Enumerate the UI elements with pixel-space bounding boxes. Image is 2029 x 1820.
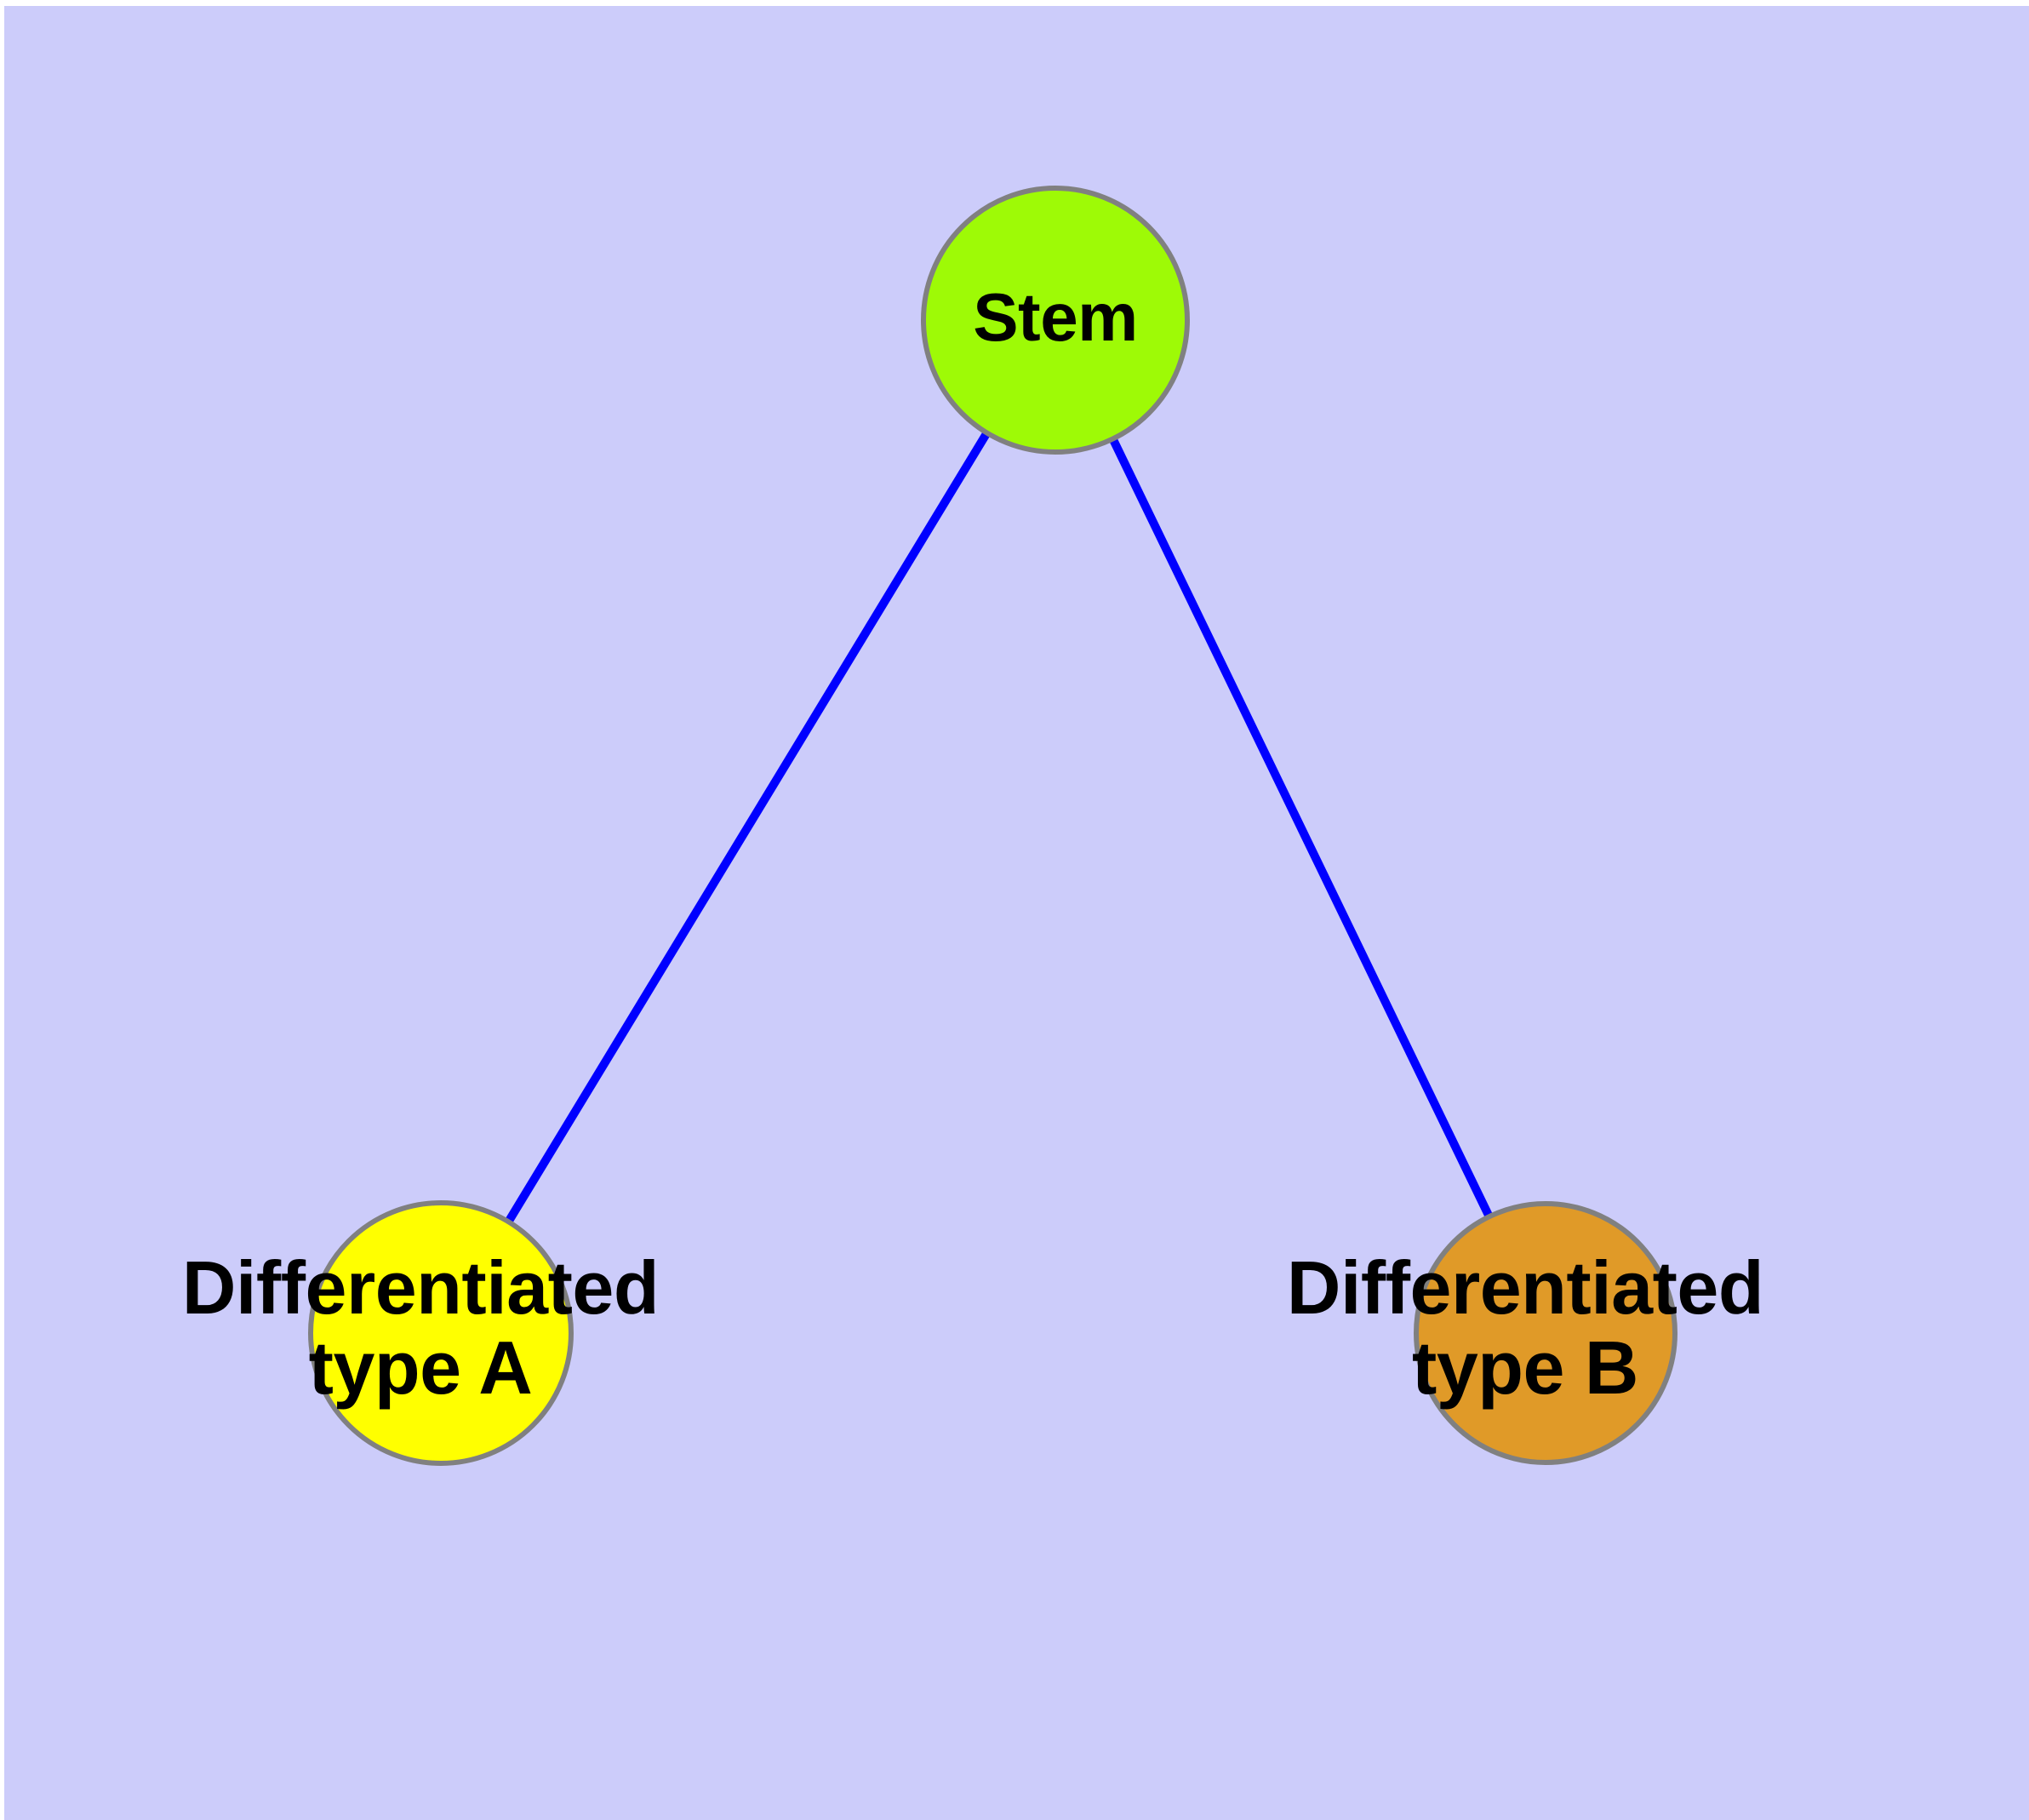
node-stem[interactable] bbox=[921, 186, 1190, 455]
edge-stem-to-diff-b bbox=[1106, 432, 1495, 1223]
node-layer bbox=[308, 186, 1677, 1466]
node-differentiated-type-a[interactable] bbox=[308, 1200, 574, 1466]
edge-stem-to-diff-a bbox=[501, 426, 993, 1228]
node-differentiated-type-b[interactable] bbox=[1414, 1201, 1677, 1465]
edge-layer bbox=[501, 426, 1495, 1228]
